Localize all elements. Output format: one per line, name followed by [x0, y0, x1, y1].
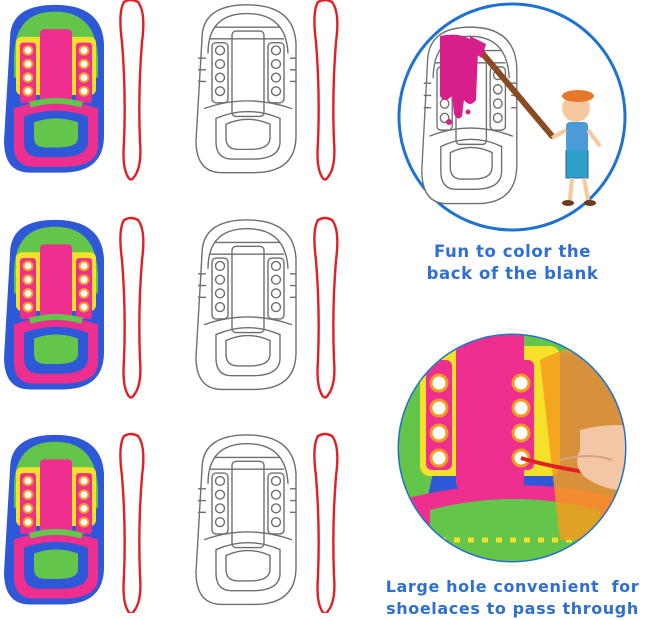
color-back-caption: Fun to color the back of the blank: [380, 241, 645, 285]
shoelace-left-row-3: [119, 432, 145, 613]
color-back-caption-line-1: Fun to color the: [433, 242, 592, 261]
shoelace-right-row-3: [313, 432, 339, 613]
hole-caption-line-1: Large hole convenient for: [385, 577, 640, 596]
paintbrush-icon: [468, 36, 555, 139]
color-back-caption-line-2: back of the blank: [426, 264, 599, 283]
coloring-demo-circle: [397, 2, 627, 232]
blank-shoe-card-row-3: [195, 434, 297, 606]
child-painter-icon: [551, 90, 602, 206]
shoelace-right-row-2: [313, 216, 339, 399]
colored-shoe-card-row-1: [4, 5, 104, 173]
hole-caption-line-2: shoelaces to pass through: [386, 599, 639, 618]
colored-shoe-card-row-2: [4, 220, 104, 390]
shoelace-left-row-2: [119, 216, 145, 399]
blank-shoe-card-row-1: [195, 4, 297, 174]
lacing-demo-circle: [397, 333, 627, 563]
hole-caption: Large hole convenient for shoelaces to p…: [380, 576, 645, 620]
colored-shoe-card-row-3: [4, 435, 104, 605]
shoelace-right-row-1: [313, 0, 339, 181]
blank-shoe-card-row-2: [195, 219, 297, 391]
shoelace-left-row-1: [119, 0, 145, 181]
